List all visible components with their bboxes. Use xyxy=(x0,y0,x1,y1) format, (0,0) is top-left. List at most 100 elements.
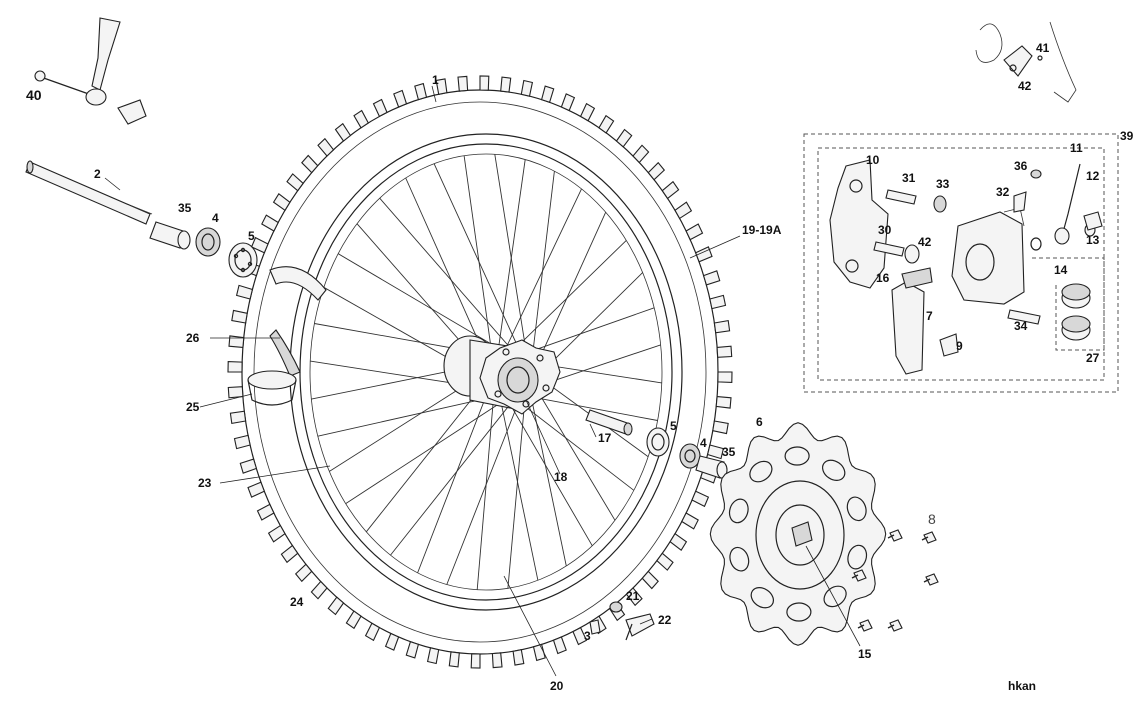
tire-knob xyxy=(520,79,534,97)
tire-knob xyxy=(384,632,400,651)
tire-knob xyxy=(345,610,362,630)
spoke xyxy=(390,379,530,556)
rim-band xyxy=(269,266,327,377)
tire-knob xyxy=(674,201,693,220)
tire-knob xyxy=(457,75,469,92)
tire-knob xyxy=(364,622,381,642)
tire-knob xyxy=(715,396,732,409)
caliper-pistons xyxy=(1061,283,1091,341)
disc-cutout xyxy=(749,460,773,483)
tire-knob xyxy=(227,386,244,399)
disc-bolt xyxy=(921,531,937,544)
callout-40: 40 xyxy=(26,87,42,103)
valve-parts xyxy=(589,601,655,641)
callout-15: 15 xyxy=(858,647,872,661)
caliper-body xyxy=(951,207,1025,305)
tire-knob xyxy=(405,640,420,659)
spoke xyxy=(529,171,555,377)
tire-knobs xyxy=(227,75,733,669)
tire-knob xyxy=(685,223,704,241)
tire-knob xyxy=(706,444,725,460)
disc-bolts xyxy=(851,529,939,632)
tire-knob xyxy=(414,82,428,101)
callout-39: 39 xyxy=(1120,129,1134,143)
bearing-left xyxy=(228,242,258,278)
tire-knob xyxy=(256,503,275,521)
tire-knob xyxy=(552,636,567,655)
callout-30: 30 xyxy=(878,223,892,237)
spoke xyxy=(433,163,527,365)
tire-knob xyxy=(426,647,440,665)
tire-knob xyxy=(560,93,576,112)
axle-pinch-bolt xyxy=(34,17,147,125)
callout-4: 4 xyxy=(212,211,219,225)
spoke xyxy=(493,188,582,373)
callout-14: 14 xyxy=(1054,263,1068,277)
callout-42: 42 xyxy=(918,235,932,249)
tire-knob xyxy=(327,596,345,616)
callout-5: 5 xyxy=(670,419,677,433)
axle-spacer-left xyxy=(149,221,191,250)
tire-knob xyxy=(235,284,254,300)
tire-knob xyxy=(625,587,643,607)
tire-knob xyxy=(579,102,596,122)
leader-lines xyxy=(104,85,861,677)
tire-knob xyxy=(632,144,650,164)
tire-knob xyxy=(229,410,247,425)
front-wheel-assembly xyxy=(227,75,733,669)
seal-right xyxy=(679,443,701,469)
tire-knob xyxy=(717,371,733,383)
callout-33: 33 xyxy=(936,177,950,191)
tire-knob xyxy=(353,109,370,129)
callout-36: 36 xyxy=(1014,159,1028,173)
callout-32: 32 xyxy=(996,185,1010,199)
tire-knob xyxy=(227,361,243,373)
spoke xyxy=(493,159,526,379)
disc-bolt xyxy=(887,619,903,632)
caliper-bracket xyxy=(829,159,889,289)
tire-knob xyxy=(669,532,688,552)
tire-knob xyxy=(681,512,699,530)
callout-7: 7 xyxy=(926,309,933,323)
watermark-text: hkan xyxy=(1008,679,1036,693)
tire-knob xyxy=(228,335,245,348)
callout-19-19a: 19-19A xyxy=(742,223,782,237)
tire-knob xyxy=(470,653,481,669)
tire-knob xyxy=(713,319,731,334)
tire-knob xyxy=(448,651,460,668)
callout-35: 35 xyxy=(722,445,736,459)
tire-knob xyxy=(615,128,633,148)
callout-20: 20 xyxy=(550,679,564,693)
axle-spacer-right xyxy=(695,455,728,479)
disc-cutout xyxy=(821,459,846,481)
callout-2: 2 xyxy=(94,167,101,181)
tire-knob xyxy=(479,75,490,91)
tire-knob xyxy=(372,98,388,118)
caliper-pins-and-bolts xyxy=(873,169,1042,357)
tire-knob xyxy=(540,85,555,104)
tire-knob xyxy=(233,434,251,450)
callout-8: 8 xyxy=(928,511,936,527)
tire-knob xyxy=(301,154,319,174)
disc-cutout xyxy=(729,546,750,572)
tire-knob xyxy=(280,544,299,564)
disc-bolt xyxy=(923,573,939,586)
tire-knob xyxy=(691,490,710,508)
seal-left xyxy=(195,227,221,257)
hub xyxy=(443,335,561,415)
tire-knob xyxy=(641,570,659,590)
tire-knob xyxy=(247,481,265,498)
disc-cutout xyxy=(750,587,775,609)
callout-42: 42 xyxy=(1018,79,1032,93)
callout-35: 35 xyxy=(178,201,192,215)
tire-knob xyxy=(500,76,512,93)
tire-knob xyxy=(709,294,727,310)
tire-knob xyxy=(317,137,335,157)
brake-pads xyxy=(891,267,933,375)
callout-21: 21 xyxy=(626,589,640,603)
spoke xyxy=(508,393,635,491)
brake-disc xyxy=(709,422,887,646)
tire-knob xyxy=(231,309,248,324)
tire-knob xyxy=(286,173,304,192)
callout-17: 17 xyxy=(598,431,612,445)
